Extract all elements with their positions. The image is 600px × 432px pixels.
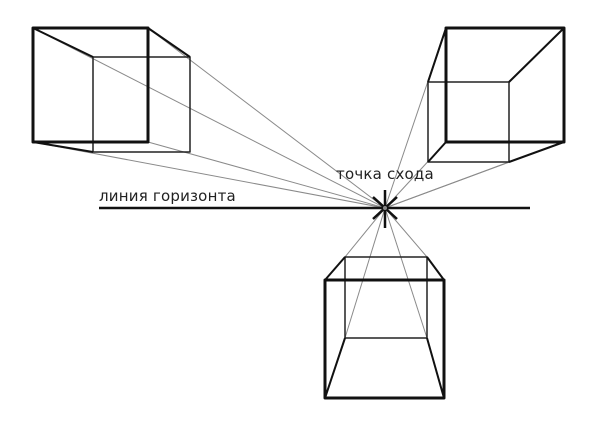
upper-left-cube (31, 26, 191, 153)
cube-back-face (427, 81, 510, 163)
construction-line (344, 207, 386, 339)
cube-front-face (444, 26, 566, 144)
construction-line (344, 207, 386, 258)
cube-front-face (323, 278, 446, 400)
vanishing-point-label: точка схода (336, 165, 434, 183)
cube-back-face (344, 256, 428, 339)
vanishing-point-marker (372, 190, 398, 228)
cube-front-face (31, 26, 150, 144)
construction-line (384, 207, 428, 258)
construction-line (147, 27, 386, 209)
construction-line (32, 141, 386, 209)
construction-line (147, 141, 386, 209)
construction-line (32, 27, 386, 209)
construction-lines (32, 27, 565, 339)
horizon-line-label: линия горизонта (99, 187, 236, 205)
construction-line (384, 207, 428, 339)
upper-right-cube (427, 26, 566, 163)
construction-line (384, 161, 510, 209)
lower-center-cube (323, 256, 446, 400)
cube-back-face (92, 56, 191, 153)
